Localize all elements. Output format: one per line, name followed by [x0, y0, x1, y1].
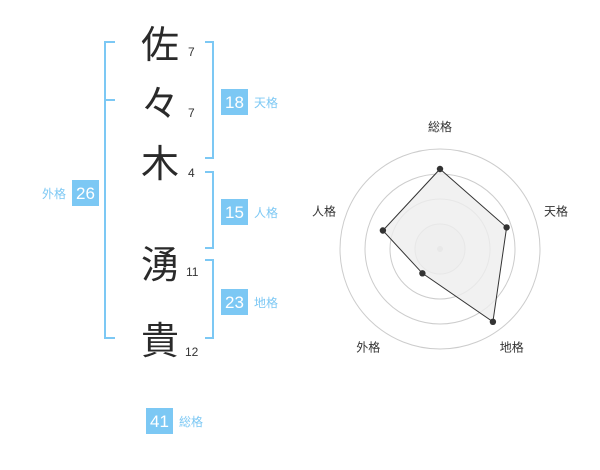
radar-point-1 — [436, 165, 444, 173]
chikaku-badge: 23 地格 — [221, 289, 278, 315]
stroke-count-4: 11 — [186, 265, 199, 279]
jinkaku-label: 人格 — [254, 205, 278, 220]
kanji-3: 木 — [141, 142, 179, 186]
radar-axis-label-5: 人格 — [312, 203, 336, 218]
radar-axis-label-4: 外格 — [356, 340, 380, 355]
kanji-5: 貴 — [141, 319, 179, 363]
radar-point-5 — [379, 227, 387, 234]
stroke-count-2: 7 — [188, 106, 195, 120]
name-char-4: 湧 11 — [141, 243, 199, 287]
radar-axis-label-2: 天格 — [544, 203, 568, 218]
radar-axis-label-1: 総格 — [428, 119, 452, 134]
radar-axis-label-3: 地格 — [500, 340, 524, 355]
gaikaku-label: 外格 — [42, 186, 66, 201]
gaikaku-bracket — [104, 41, 115, 339]
tenkaku-bracket — [205, 41, 214, 159]
name-char-3: 木 4 — [141, 142, 195, 186]
jinkaku-bracket — [205, 171, 214, 249]
tenkaku-badge: 18 天格 — [221, 89, 278, 115]
soukaku-value: 41 — [150, 412, 169, 431]
stroke-count-1: 7 — [188, 45, 195, 59]
gaikaku-badge: 26 外格 — [42, 180, 99, 206]
name-char-5: 貴 12 — [141, 319, 199, 363]
radar-points — [379, 165, 510, 325]
jinkaku-value: 15 — [225, 203, 244, 222]
jinkaku-badge: 15 人格 — [221, 199, 278, 225]
radar-point-2 — [503, 224, 510, 231]
chikaku-label: 地格 — [254, 295, 278, 310]
chikaku-value: 23 — [225, 293, 244, 312]
stroke-count-3: 4 — [188, 166, 195, 180]
radar-shape — [382, 168, 508, 323]
name-char-1: 佐 7 — [141, 23, 195, 67]
kanji-2: 々 — [141, 82, 179, 126]
radar-polygon — [382, 168, 508, 323]
kanji-4: 湧 — [141, 243, 179, 287]
soukaku-badge: 41 総格 — [146, 408, 203, 434]
stroke-count-5: 12 — [185, 345, 199, 359]
name-char-2: 々 7 — [141, 82, 195, 126]
tenkaku-value: 18 — [225, 93, 244, 112]
chikaku-bracket — [205, 259, 214, 339]
radar-ring-4 — [339, 148, 541, 350]
gaikaku-value: 26 — [76, 184, 95, 203]
soukaku-label: 総格 — [179, 414, 203, 429]
radar-point-3 — [489, 318, 497, 325]
radar-point-4 — [419, 270, 426, 277]
kanji-1: 佐 — [141, 23, 179, 67]
tenkaku-label: 天格 — [254, 95, 278, 110]
